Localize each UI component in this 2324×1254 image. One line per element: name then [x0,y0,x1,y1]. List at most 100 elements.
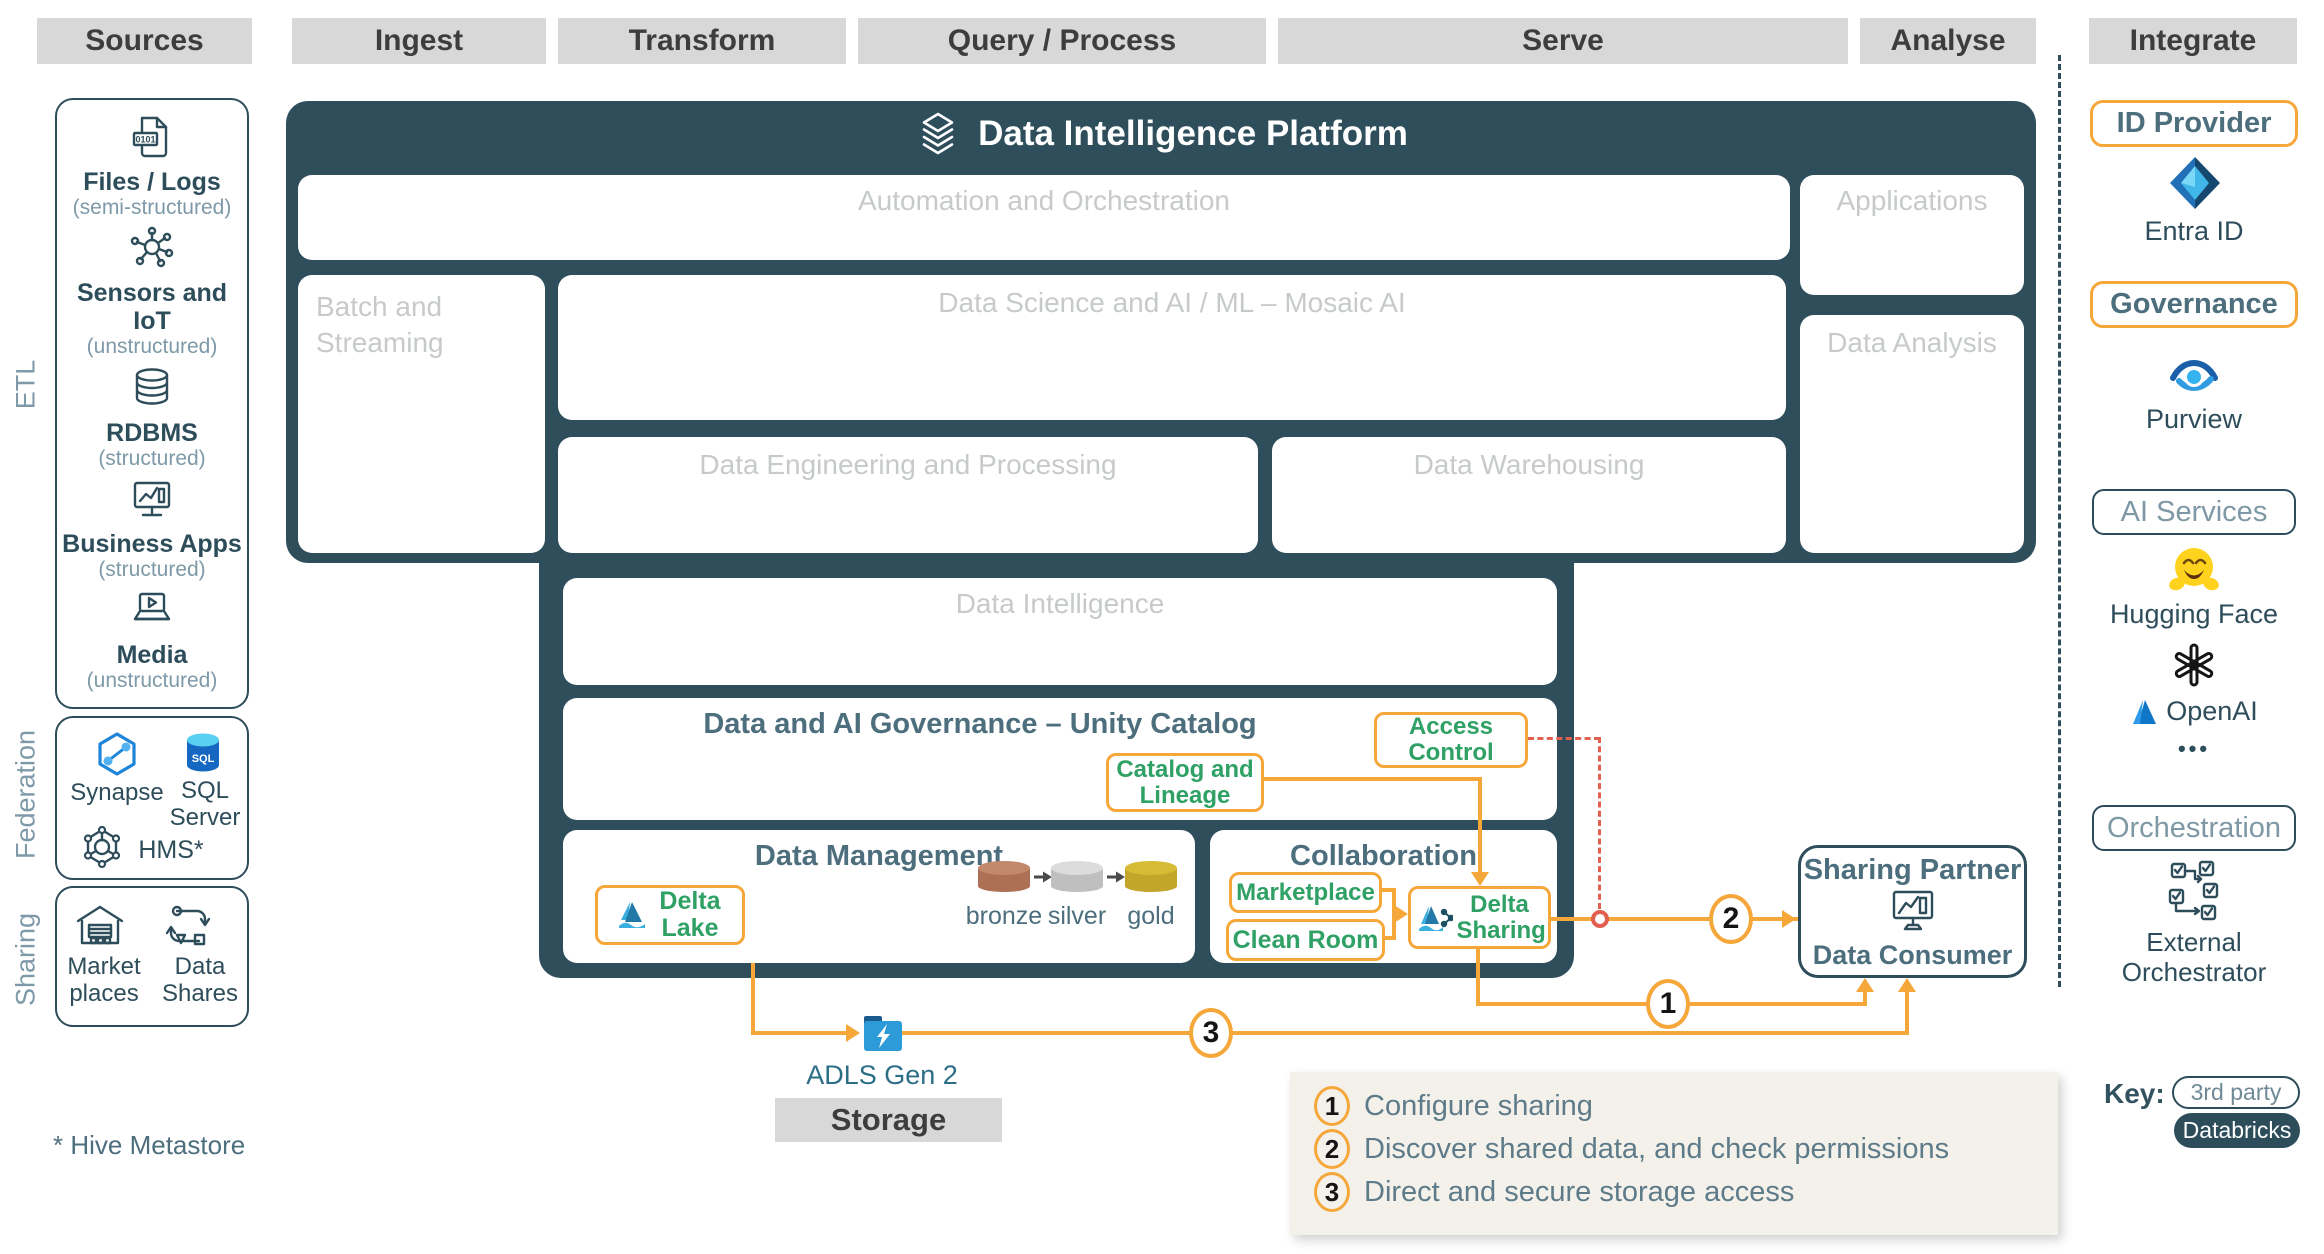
header-query-process: Query / Process [858,18,1266,64]
arrow-into-delta-sharing-top [1471,872,1489,886]
box-applications: Applications [1800,175,2024,295]
header-sources: Sources [37,18,252,64]
marketplace-chip: Marketplace [1229,872,1382,913]
legend-box: 1 Configure sharing 2 Discover shared da… [1290,1072,2058,1235]
platform-title: Data Intelligence Platform [978,114,1408,153]
etl-label: ETL [10,359,41,410]
azure-icon [2133,699,2157,724]
id-provider-pill: ID Provider [2090,100,2298,147]
sources-panel: 0101 Files / Logs (semi-structured) Sens… [55,98,249,709]
platform-title-bar: Data Intelligence Platform [286,101,2036,167]
arrow-into-delta-sharing-left [1394,905,1408,923]
data-shares-icon [165,905,211,946]
sharing-partner-box: Sharing Partner Data Consumer [1798,845,2027,978]
delta-lake-icon [619,902,645,928]
medallion-gold-label: gold [1127,902,1175,930]
entra-id-label: Entra ID [2144,216,2244,246]
box-data-analysis: Data Analysis [1800,315,2024,553]
integrate-divider [2058,55,2061,987]
legend-item-2: 2 Discover shared data, and check permis… [1314,1129,1949,1169]
header-serve: Serve [1278,18,1848,64]
hive-metastore-footnote: * Hive Metastore [53,1130,246,1160]
delta-sharing-chip: Delta Sharing [1408,886,1551,949]
step3-up-line [1905,990,1909,1033]
box-data-intelligence: Data Intelligence [563,578,1557,685]
medallion-silver-label: silver [1047,902,1107,930]
adls-gen2-icon [864,1016,902,1051]
delta-lake-label: Delta Lake [659,887,721,942]
catalog-lineage-chip: Catalog and Lineage [1106,753,1264,812]
step1-up-line [1863,990,1867,1004]
adls-gen2-label: ADLS Gen 2 [806,1060,958,1090]
access-check-node [1591,910,1609,928]
storage-down-line [751,963,755,1033]
arrow-step3-into-partner [1898,978,1916,992]
synapse-icon [98,732,136,776]
medallion-group: bronze silver gold [955,856,1195,930]
legend-text-3: Direct and secure storage access [1364,1175,1795,1208]
sharing-partner-title: Sharing Partner [1803,854,2022,886]
sharing-to-partner-line [1551,917,1798,921]
data-consumer-label: Data Consumer [1812,940,2013,970]
legend-text-2: Discover shared data, and check permissi… [1364,1132,1950,1165]
source-item-business-apps: Business Apps (structured) [62,476,242,581]
legend-badge-1: 1 [1314,1086,1350,1126]
flow-badge-1: 1 [1646,979,1690,1029]
sharing-panel: Market places Data Shares [55,886,249,1027]
sql-server-icon: SQL [187,733,219,772]
arrow-into-partner-left [1782,910,1796,928]
database-icon [135,368,169,405]
delta-sharing-label: Delta Sharing [1456,890,1546,944]
data-consumer-monitor-icon [1892,890,1933,931]
access-control-dash-drop [1598,737,1601,909]
business-apps-icon [133,481,171,517]
catalog-to-sharing-line [1264,777,1482,781]
arrow-into-adls [846,1024,860,1042]
hugging-face-label: Hugging Face [2109,599,2279,629]
delta-sharing-icon [1418,905,1453,931]
hms-icon [83,825,121,869]
file-logs-icon: 0101 [132,116,168,158]
clean-room-chip: Clean Room [1226,919,1385,961]
key-databricks-pill: Databricks [2174,1113,2300,1148]
box-automation: Automation and Orchestration [298,175,1790,260]
openai-icon [2174,643,2214,687]
source-item-files-logs: 0101 Files / Logs (semi-structured) [73,114,231,219]
arrow-step1-into-partner [1856,978,1874,992]
box-data-engineering: Data Engineering and Processing [558,437,1258,553]
legend-badge-2: 2 [1314,1129,1350,1169]
source-item-rdbms: RDBMS (structured) [98,365,206,470]
data-management-title: Data Management [754,840,1004,872]
openai-row: OpenAI [2094,696,2294,727]
purview-label: Purview [2145,404,2243,434]
storage-banner: Storage [775,1098,1002,1142]
header-integrate: Integrate [2089,18,2297,64]
storage-into-adls-line [751,1031,850,1035]
source-item-media: Media (unstructured) [87,588,217,693]
sensors-iot-icon [130,227,174,268]
header-analyse: Analyse [1860,18,2036,64]
medallion-icon [978,861,1177,892]
step3-line [902,1031,1909,1035]
sharing-label: Sharing [10,912,41,1007]
svg-text:SQL: SQL [192,753,215,765]
openai-label: OpenAI [2166,696,2258,726]
external-orchestrator-icon [2168,860,2219,921]
access-control-chip: Access Control [1374,712,1528,768]
cleanroom-stub-line [1382,936,1396,940]
legend-item-3: 3 Direct and secure storage access [1314,1172,1794,1212]
purview-icon [2170,360,2218,391]
box-batch-streaming: Batch and Streaming [298,275,545,553]
source-item-sensors-iot: Sensors and IoT (unstructured) [57,225,247,358]
box-data-warehousing: Data Warehousing [1272,437,1786,553]
federation-panel: Synapse SQL SQL Server HMS* [55,716,249,880]
catalog-to-sharing-drop [1478,777,1482,874]
svg-text:0101: 0101 [135,134,155,144]
marketplaces-icon [76,905,124,945]
marketplace-stub-line [1382,888,1396,892]
medallion-bronze-label: bronze [965,902,1043,930]
media-icon [133,592,171,620]
access-control-dash-line [1528,737,1600,740]
flow-badge-2: 2 [1709,894,1753,944]
